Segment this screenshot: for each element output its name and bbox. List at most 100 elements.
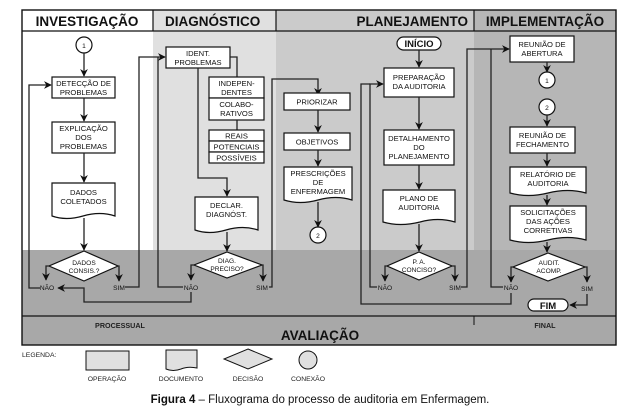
doc-declar-diagnostico bbox=[194, 196, 259, 234]
op-possiveis bbox=[208, 151, 265, 164]
doc-plano-auditoria bbox=[382, 189, 456, 226]
connector-2-planejamento bbox=[309, 226, 327, 244]
connector-1-implementacao bbox=[538, 71, 556, 89]
doc-solicitacoes-line2: DAS AÇÕES bbox=[526, 217, 570, 226]
decision-diag-preciso bbox=[192, 251, 264, 279]
planejamento-no: NÃO bbox=[378, 283, 392, 292]
op-reais-label: REAIS bbox=[225, 132, 248, 141]
op-detalhamento-line3: PLANEJAMENTO bbox=[388, 152, 449, 161]
decision-dados-line1: DADOS bbox=[72, 260, 96, 267]
legend-title: LEGENDA: bbox=[22, 352, 56, 359]
evaluation-processual: PROCESSUAL bbox=[95, 321, 146, 330]
decision-dados-consistentes bbox=[47, 250, 120, 282]
evaluation-title: AVALIAÇÃO bbox=[281, 328, 359, 343]
figure-caption: Figura 4 – Fluxograma do processo de aud… bbox=[151, 394, 490, 406]
header-investigacao bbox=[22, 10, 153, 31]
decision-pa-conciso bbox=[385, 251, 454, 281]
header-diagnostico bbox=[153, 10, 276, 31]
op-detalhamento-line2: DO bbox=[413, 143, 424, 152]
doc-relatorio-line2: AUDITORIA bbox=[527, 179, 569, 188]
op-independentes-line2: DENTES bbox=[221, 88, 252, 97]
evaluation-final: FINAL bbox=[534, 321, 556, 330]
terminal-inicio-label: INÍCIO bbox=[404, 39, 433, 50]
decision-diag-line1: DIAG. bbox=[218, 258, 236, 265]
doc-prescricoes-enfermagem bbox=[283, 166, 353, 204]
doc-solicitacoes-line1: SOLICITAÇÕES bbox=[520, 208, 576, 217]
doc-dados-line2: COLETADOS bbox=[60, 197, 106, 206]
connector-1-label: 1 bbox=[82, 43, 86, 50]
op-abertura-line2: ABERTURA bbox=[521, 49, 563, 58]
caption-text: – Fluxograma do processo de auditoria em… bbox=[195, 394, 489, 406]
decision-diag-line2: PRECISO? bbox=[210, 266, 244, 273]
legend-label-documento: DOCUMENTO bbox=[159, 376, 203, 383]
doc-solicitacoes-line3: CORRETIVAS bbox=[524, 226, 573, 235]
decision-dados-line2: CONSIS.? bbox=[69, 268, 100, 275]
op-objetivos-label: OBJETIVOS bbox=[296, 138, 339, 147]
terminal-fim bbox=[527, 298, 569, 312]
op-priorizar-label: PRIORIZAR bbox=[296, 98, 338, 107]
connector-2-label: 2 bbox=[316, 233, 320, 240]
op-objetivos bbox=[283, 132, 351, 151]
doc-prescricoes-line3: ENFERMAGEM bbox=[291, 187, 345, 196]
diagnostico-no: NÃO bbox=[184, 283, 198, 292]
op-detecao-line1: DETECÇÃO DE bbox=[56, 79, 111, 88]
op-potenciais-label: POTENCIAIS bbox=[214, 143, 260, 152]
op-detalhamento-line1: DETALHAMENTO bbox=[388, 134, 450, 143]
op-reuniao-abertura bbox=[509, 35, 575, 63]
doc-plano-line1: PLANO DE bbox=[400, 194, 438, 203]
legend-label-operacao: OPERAÇÃO bbox=[88, 374, 127, 383]
doc-declar-line1: DECLAR. bbox=[210, 201, 243, 210]
op-detalhamento-planejamento bbox=[383, 129, 455, 166]
op-preparacao-auditoria bbox=[383, 67, 455, 98]
op-priorizar bbox=[283, 92, 351, 111]
doc-solicitacoes-acoes-corretivas bbox=[509, 205, 587, 244]
decision-audit-line2: ACOMP. bbox=[536, 268, 561, 275]
legend-label-conexao: CONEXÃO bbox=[291, 374, 325, 383]
implementacao-yes: SIM bbox=[581, 286, 593, 293]
op-possiveis-label: POSSÍVEIS bbox=[216, 154, 257, 163]
planejamento-yes: SIM bbox=[449, 285, 461, 292]
investigacao-no: NÃO bbox=[40, 283, 54, 292]
connector-1-impl-label: 1 bbox=[545, 78, 549, 85]
doc-declar-line2: DIAGNÓST. bbox=[206, 210, 247, 219]
phase-implementacao: IMPLEMENTAÇÃO bbox=[486, 14, 604, 29]
op-colaborativos-line2: RATIVOS bbox=[220, 109, 253, 118]
decision-pa-line2: CONCISO? bbox=[402, 267, 437, 274]
decision-audit-acomp bbox=[511, 252, 587, 282]
doc-relatorio-auditoria bbox=[509, 166, 587, 197]
decision-audit-line1: AUDIT. bbox=[539, 260, 560, 267]
op-explicacao-problemas bbox=[51, 121, 116, 154]
op-explicacao-line2: DOS bbox=[75, 133, 91, 142]
header-planejamento bbox=[276, 10, 474, 31]
doc-plano-line2: AUDITORIA bbox=[398, 203, 440, 212]
phase-investigacao: INVESTIGAÇÃO bbox=[36, 14, 139, 29]
op-explicacao-line1: EXPLICAÇÃO bbox=[59, 124, 108, 133]
op-preparacao-line1: PREPARAÇÃO bbox=[393, 73, 445, 82]
legend-label-decisao: DECISÃO bbox=[233, 374, 264, 383]
diagnostico-yes: SIM bbox=[256, 285, 268, 292]
investigacao-yes: SIM bbox=[113, 285, 125, 292]
op-abertura-line1: REUNIÃO DE bbox=[518, 40, 565, 49]
diagram-frame bbox=[21, 9, 617, 346]
terminal-fim-label: FIM bbox=[540, 301, 556, 312]
implementacao-no: NÃO bbox=[504, 283, 518, 292]
legend-shape-decisao bbox=[222, 348, 274, 370]
connector-2-impl-label: 2 bbox=[545, 105, 549, 112]
op-fechamento-line1: REUNIÃO DE bbox=[519, 131, 566, 140]
doc-relatorio-line1: RELATÓRIO DE bbox=[520, 170, 576, 179]
doc-dados-coletados bbox=[51, 182, 116, 220]
decision-band bbox=[22, 250, 616, 316]
op-independentes-line1: INDEPEN- bbox=[218, 79, 255, 88]
op-preparacao-line2: DA AUDITORIA bbox=[392, 82, 446, 91]
legend-shape-documento bbox=[165, 349, 198, 371]
decision-pa-line1: P. A. bbox=[412, 259, 425, 266]
doc-dados-line1: DADOS bbox=[70, 188, 97, 197]
header-implementacao bbox=[474, 10, 616, 31]
legend-shape-conexao bbox=[298, 350, 318, 370]
caption-figure-number: Figura 4 bbox=[151, 394, 196, 406]
op-reuniao-fechamento bbox=[509, 126, 576, 154]
evaluation-band bbox=[22, 316, 616, 345]
phase-diagnostico: DIAGNÓSTICO bbox=[165, 14, 260, 29]
op-colaborativos-line1: COLABO- bbox=[219, 100, 254, 109]
op-detecao-line2: PROBLEMAS bbox=[60, 88, 107, 97]
